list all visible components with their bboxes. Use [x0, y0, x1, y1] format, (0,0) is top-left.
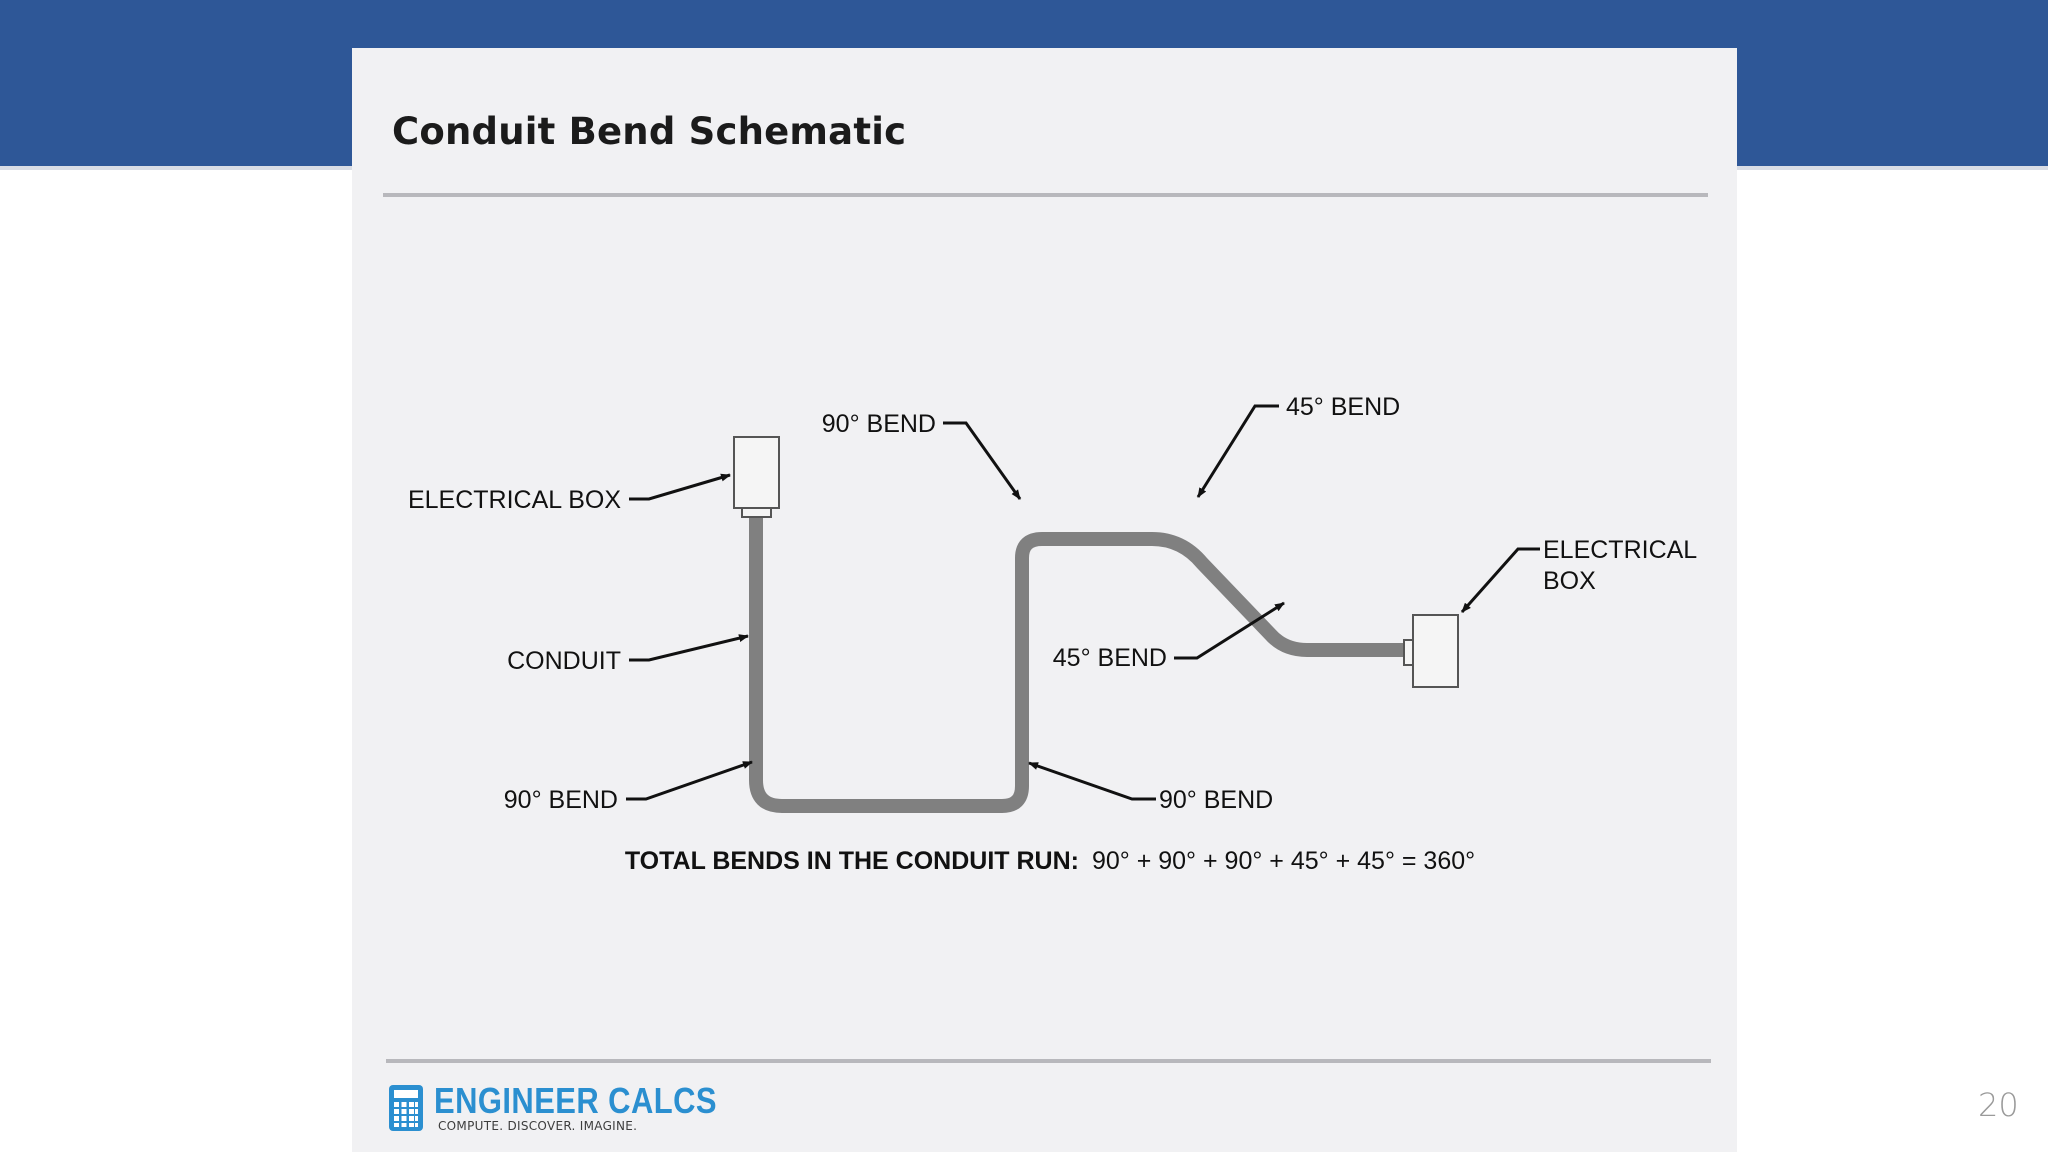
label-electrical-box-left: ELECTRICAL BOX: [408, 486, 621, 514]
electrical-box-right-fitting: [1403, 639, 1414, 666]
conduit-run: [749, 510, 1415, 813]
label-90-bend-bottom-right: 90° BEND: [1159, 786, 1273, 814]
label-45-bend-top-right: 45° BEND: [1286, 393, 1400, 421]
logo-tagline: COMPUTE. DISCOVER. IMAGINE.: [438, 1119, 638, 1133]
leader-bend-bottom-right: [1028, 761, 1156, 801]
leader-box-right: [1460, 547, 1540, 613]
label-conduit: CONDUIT: [507, 647, 621, 675]
leader-bend-mid: [1174, 601, 1285, 660]
label-electrical-box-right-line2: BOX: [1543, 567, 1596, 595]
leader-box-left: [629, 473, 731, 501]
label-90-bend-top-left: 90° BEND: [822, 410, 936, 438]
electrical-box-right: [1412, 614, 1459, 688]
page-number: 20: [1978, 1086, 2019, 1124]
label-45-bend-mid: 45° BEND: [1053, 644, 1167, 672]
title-divider: [383, 193, 1708, 197]
label-90-bend-bottom-left: 90° BEND: [504, 786, 618, 814]
slide-title: Conduit Bend Schematic: [392, 110, 907, 153]
leader-bend-top-right: [1196, 404, 1279, 498]
label-electrical-box-right-line1: ELECTRICAL: [1543, 536, 1697, 564]
engineer-calcs-logo: ENGINEER CALCS COMPUTE. DISCOVER. IMAGIN…: [388, 1078, 763, 1138]
leader-conduit: [629, 634, 749, 662]
total-bends-value: 90° + 90° + 90° + 45° + 45° = 360°: [1092, 847, 1475, 875]
total-bends-label: TOTAL BENDS IN THE CONDUIT RUN:: [625, 847, 1079, 875]
total-bends-caption: TOTAL BENDS IN THE CONDUIT RUN: 90° + 90…: [625, 847, 1475, 875]
conduit-bend-diagram: ELECTRICAL BOX CONDUIT 90° BEND 90° BEND…: [408, 393, 1697, 875]
slide-card: Conduit Bend Schematic ELECTRICAL B: [352, 48, 1737, 1152]
electrical-box-left: [733, 436, 780, 509]
leader-bend-top-left: [943, 421, 1022, 500]
electrical-box-left-fitting: [741, 507, 772, 518]
footer-divider: [386, 1059, 1711, 1063]
calculator-icon: [389, 1085, 423, 1131]
leader-bend-bottom-left: [626, 760, 753, 801]
logo-name: ENGINEER CALCS: [434, 1080, 717, 1121]
